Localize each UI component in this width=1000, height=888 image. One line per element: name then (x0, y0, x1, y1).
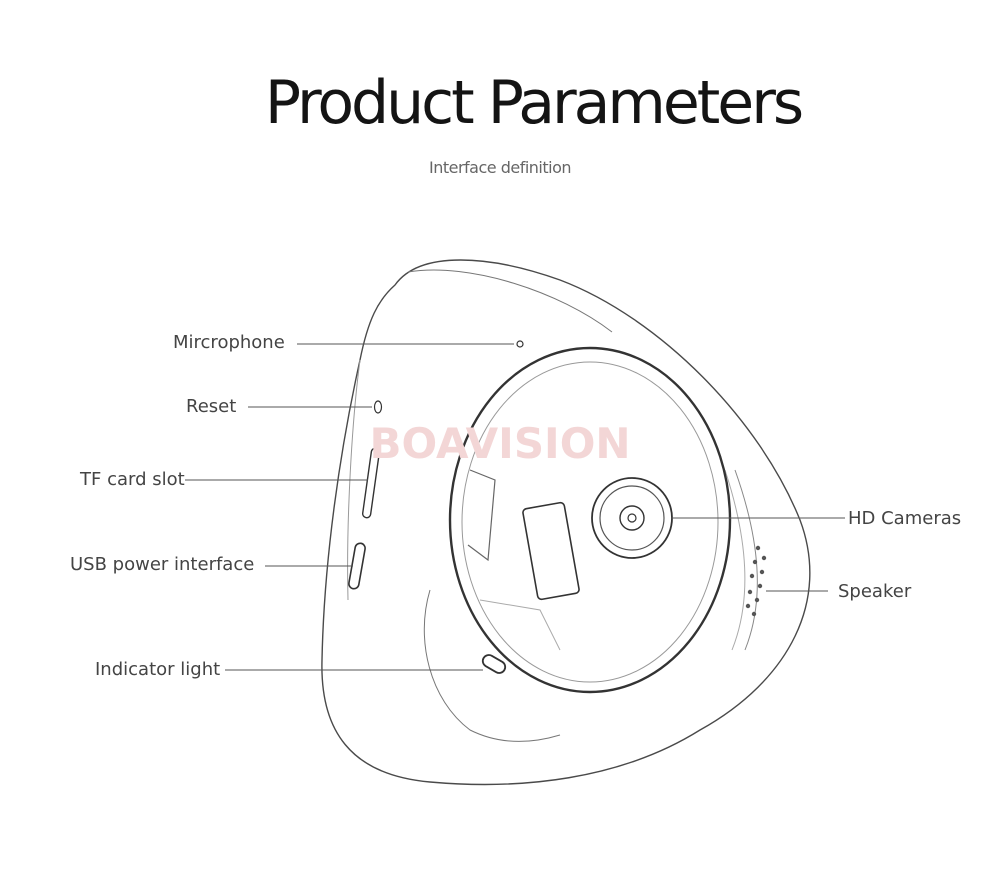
body-contour-bottom (423, 589, 561, 742)
internal-bracket (467, 469, 496, 562)
callout-label-usb-power: USB power interface (70, 554, 255, 575)
callout-label-indicator-light: Indicator light (95, 659, 221, 680)
lens-dome-outer (448, 346, 732, 694)
callout-label-reset: Reset (186, 396, 237, 417)
camera-lens-inner (619, 505, 645, 531)
watermark-logo: BOAVISION (369, 419, 630, 468)
callout-label-tf-card-slot: TF card slot (80, 469, 185, 490)
speaker-grille (745, 545, 767, 617)
callout-label-speaker: Speaker (838, 581, 912, 602)
callout-label-microphone: Mircrophone (173, 332, 285, 353)
callout-label-hd-cameras: HD Cameras (848, 508, 962, 529)
leader-lines (185, 343, 845, 671)
body-contour-right-inner (724, 469, 746, 651)
camera-lens-outer (591, 477, 673, 559)
tf-card-slot-opening (361, 447, 381, 519)
reset-hole (373, 400, 383, 414)
internal-module (522, 501, 580, 601)
indicator-light-lens (481, 654, 507, 674)
camera-body-outline (321, 259, 811, 786)
body-contour-left (347, 359, 361, 601)
page-title: Product Parameters (264, 68, 804, 138)
microphone-hole (516, 340, 524, 348)
camera-lens-center (627, 513, 637, 523)
body-contour-right (734, 469, 758, 651)
usb-port-opening (348, 542, 366, 590)
internal-frame (479, 599, 561, 651)
body-contour-top (407, 269, 613, 333)
camera-lens-mid (599, 485, 665, 551)
lens-dome-inner (461, 361, 719, 683)
page-subtitle: Interface definition (428, 158, 572, 177)
